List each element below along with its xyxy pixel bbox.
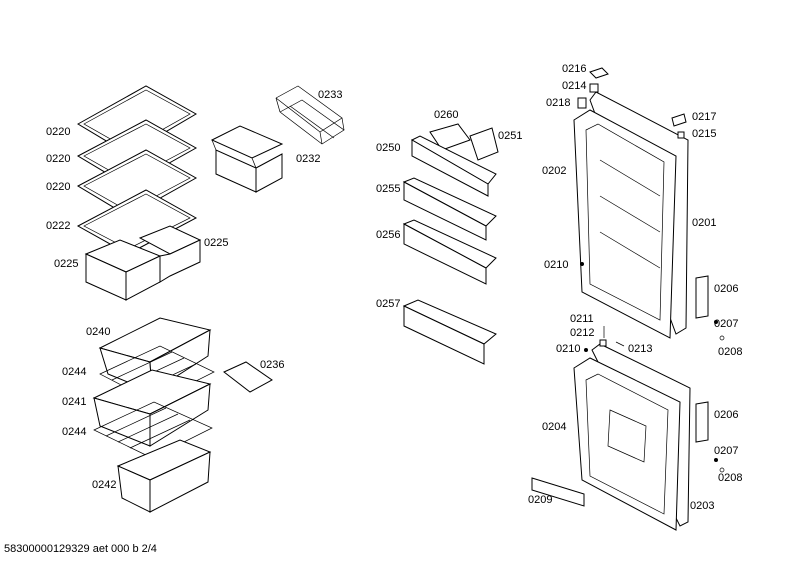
callout-0216: 0216 [562,63,587,75]
fridge-door-upper [573,91,689,339]
callout-0213: 0213 [628,343,653,355]
egg-tray [429,123,471,151]
callout-0225-left: 0225 [54,258,79,270]
wire-rack [275,85,345,145]
freezer-door-lower [573,343,691,531]
callout-0209: 0209 [528,494,553,506]
callout-0241: 0241 [62,396,87,408]
callout-0208-b: 0208 [718,472,743,484]
callout-0257: 0257 [376,298,401,310]
callout-0214: 0214 [562,80,587,92]
callout-0260: 0260 [434,109,459,121]
callout-0240: 0240 [86,326,111,338]
hinge-parts [531,67,725,507]
door-bin-0255 [402,177,497,241]
ice-cube-tray [223,361,273,393]
callout-0244-b: 0244 [62,426,87,438]
callout-0204: 0204 [542,421,567,433]
callout-0236: 0236 [260,359,285,371]
callout-0215: 0215 [692,128,717,140]
container-left [84,239,162,301]
callout-0220-b: 0220 [46,153,71,165]
drawer-0241 [92,369,212,447]
callout-0220-a: 0220 [46,126,71,138]
callout-0207-a: 0207 [714,318,739,330]
callout-0202: 0202 [542,165,567,177]
container-right [138,225,202,283]
callout-0225-right: 0225 [204,237,229,249]
callout-0222: 0222 [46,220,71,232]
wire-grid-lower [93,401,213,459]
callout-0201: 0201 [692,217,717,229]
callout-0206-a: 0206 [714,283,739,295]
callout-0211: 0211 [570,313,594,325]
callout-0208-a: 0208 [718,346,743,358]
callout-0255: 0255 [376,183,401,195]
callout-0203: 0203 [690,500,715,512]
callout-0206-b: 0206 [714,409,739,421]
callout-0210-a: 0210 [544,259,569,271]
storage-box [210,125,284,193]
callout-0250: 0250 [376,142,401,154]
glass-shelf-3 [76,149,198,217]
callout-0220-c: 0220 [46,181,71,193]
callout-0210-b: 0210 [556,343,581,355]
callout-0207-b: 0207 [714,445,739,457]
callout-0251: 0251 [498,130,523,142]
document-footer: 58300000129329 aet 000 b 2/4 [4,543,157,555]
callout-0244-a: 0244 [62,366,87,378]
callout-0217: 0217 [692,111,717,123]
butter-cover [469,127,499,161]
callout-0242: 0242 [92,479,117,491]
callout-0256: 0256 [376,229,401,241]
callout-0233: 0233 [318,89,343,101]
callout-0218: 0218 [546,97,571,109]
callout-0212: 0212 [570,327,595,339]
callout-0232: 0232 [296,153,321,165]
door-bin-0256 [402,219,497,285]
drawer-0242 [116,439,212,513]
door-bin-0257 [402,299,497,365]
door-bin-0250 [410,135,497,197]
